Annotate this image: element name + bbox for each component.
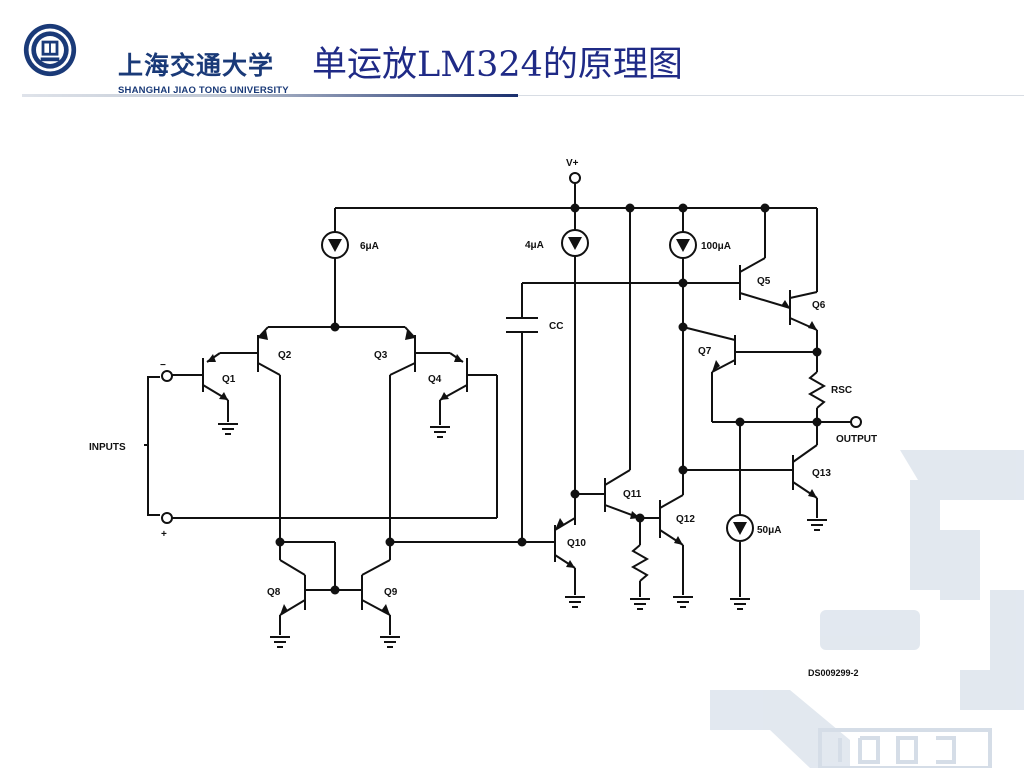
current-sources [321,229,754,542]
output-label: OUTPUT [836,434,877,445]
doc-code-label: DS009299-2 [808,668,859,678]
label-q1: Q1 [222,374,236,385]
wires [144,183,852,635]
label-q13: Q13 [812,468,831,479]
current-source-4ua [561,229,589,257]
label-4ua: 4μA [525,240,544,251]
output-terminal [850,416,862,428]
slide-title: 单运放LM324的原理图 [312,45,683,85]
label-q8: Q8 [267,587,281,598]
title-divider [518,95,1024,96]
terminals [161,172,862,524]
label-q3: Q3 [374,350,388,361]
label-q9: Q9 [384,587,398,598]
current-source-50ua [726,514,754,542]
label-rsc: RSC [831,385,852,396]
labels: V+ 6μA 4μA 100μA 50μA Q1 Q2 Q3 Q4 Q5 Q6 … [89,158,877,678]
label-q5: Q5 [757,276,771,287]
current-source-100ua [669,231,697,259]
university-emblem-icon [23,23,77,77]
university-logo: 上海交通大学 SHANGHAI JIAO TONG UNIVERSITY [22,22,422,96]
label-q7: Q7 [698,346,712,357]
inputs-label: INPUTS [89,442,126,453]
label-q6: Q6 [812,300,826,311]
logo-chinese-name: 上海交通大学 [118,51,275,80]
label-q12: Q12 [676,514,695,525]
label-50ua: 50μA [757,525,781,536]
watermark-emblem-icon [710,450,1024,768]
label-100ua: 100μA [701,241,731,252]
input-minus-terminal [161,370,173,382]
label-q4: Q4 [428,374,442,385]
label-cc: CC [549,321,563,332]
label-6ua: 6μA [360,241,379,252]
input-plus-label: + [161,529,167,540]
vplus-label: V+ [566,158,579,169]
vplus-terminal [569,172,581,184]
title-underline [22,94,518,97]
input-minus-label: − [160,360,166,371]
current-source-6ua [321,231,349,259]
input-plus-terminal [161,512,173,524]
logo-english-name: SHANGHAI JIAO TONG UNIVERSITY [118,85,289,96]
label-q11: Q11 [623,489,642,500]
ground-symbols [218,423,827,648]
junction-dots [275,203,822,595]
transistor-arrows [207,300,817,615]
label-q2: Q2 [278,350,292,361]
label-q10: Q10 [567,538,586,549]
